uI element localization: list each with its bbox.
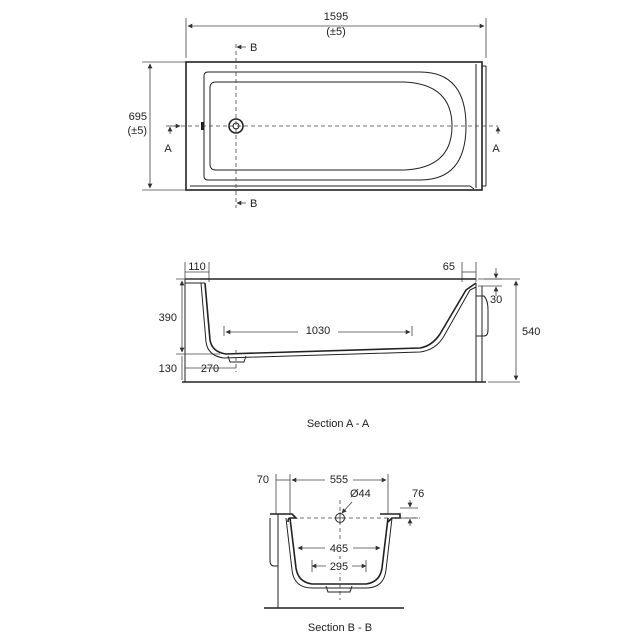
plan-width-label: 695 xyxy=(129,111,147,123)
dim-76-label: 76 xyxy=(412,488,424,500)
dim-390-label: 390 xyxy=(159,312,177,324)
dim-110-label: 110 xyxy=(188,261,206,273)
dim-30-label: 30 xyxy=(490,294,502,306)
section-b-rim-left xyxy=(270,513,298,523)
dim-270-label: 270 xyxy=(201,363,219,375)
plan-view: 1595 (±5) 695 (±5) A A B B xyxy=(128,11,501,210)
section-b-view: 70 555 Ø44 76 465 xyxy=(257,473,424,634)
dim-540-label: 540 xyxy=(522,326,540,338)
dim-295-label: 295 xyxy=(330,561,348,573)
dim-555-label: 555 xyxy=(330,474,348,486)
section-b-profile xyxy=(289,517,389,585)
section-b-rim-right xyxy=(380,513,401,523)
plan-width-tolerance: (±5) xyxy=(128,125,147,137)
dim-70-label: 70 xyxy=(257,474,269,486)
dim-65-label: 65 xyxy=(443,261,455,273)
section-a-marker-left: A xyxy=(164,143,172,155)
plan-basin xyxy=(209,81,453,171)
section-b-marker-bottom: B xyxy=(250,198,257,210)
dim-diameter-44-label: Ø44 xyxy=(350,488,371,500)
section-b-caption: Section B - B xyxy=(308,622,372,634)
section-a-profile xyxy=(204,282,477,355)
dim-465-label: 465 xyxy=(330,543,348,555)
section-a-marker-right: A xyxy=(492,143,500,155)
dim-1030-label: 1030 xyxy=(306,325,330,337)
section-b-marker-top: B xyxy=(250,42,257,54)
section-a-caption: Section A - A xyxy=(307,418,370,430)
waste-outlet-icon xyxy=(228,118,244,134)
section-a-view: 110 65 390 130 270 xyxy=(159,261,541,430)
plan-length-tolerance: (±5) xyxy=(326,26,345,38)
dim-130-label: 130 xyxy=(159,363,177,375)
plan-length-label: 1595 xyxy=(324,11,348,23)
plan-inner-rim xyxy=(203,71,467,181)
